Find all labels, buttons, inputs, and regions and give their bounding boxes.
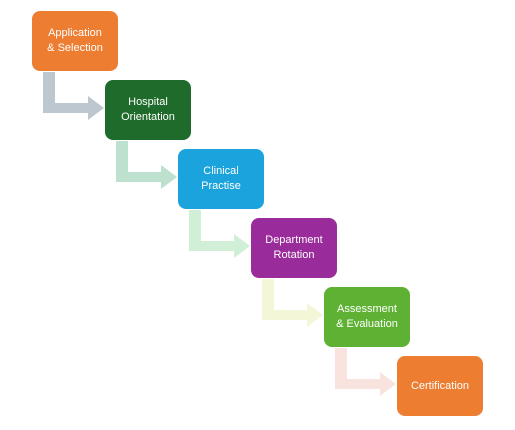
connector-arrow-4 xyxy=(262,279,323,327)
step-clinical-practise: Clinical Practise xyxy=(178,149,264,209)
step-application-selection: Application & Selection xyxy=(32,11,118,71)
connector-arrow-2 xyxy=(116,141,177,189)
step-certification: Certification xyxy=(397,356,483,416)
step-assessment-evaluation: Assessment & Evaluation xyxy=(324,287,410,347)
connector-arrow-3 xyxy=(189,210,250,258)
step-department-rotation: Department Rotation xyxy=(251,218,337,278)
step-hospital-orientation: Hospital Orientation xyxy=(105,80,191,140)
connector-arrow-1 xyxy=(43,72,104,120)
connector-arrow-5 xyxy=(335,348,396,396)
